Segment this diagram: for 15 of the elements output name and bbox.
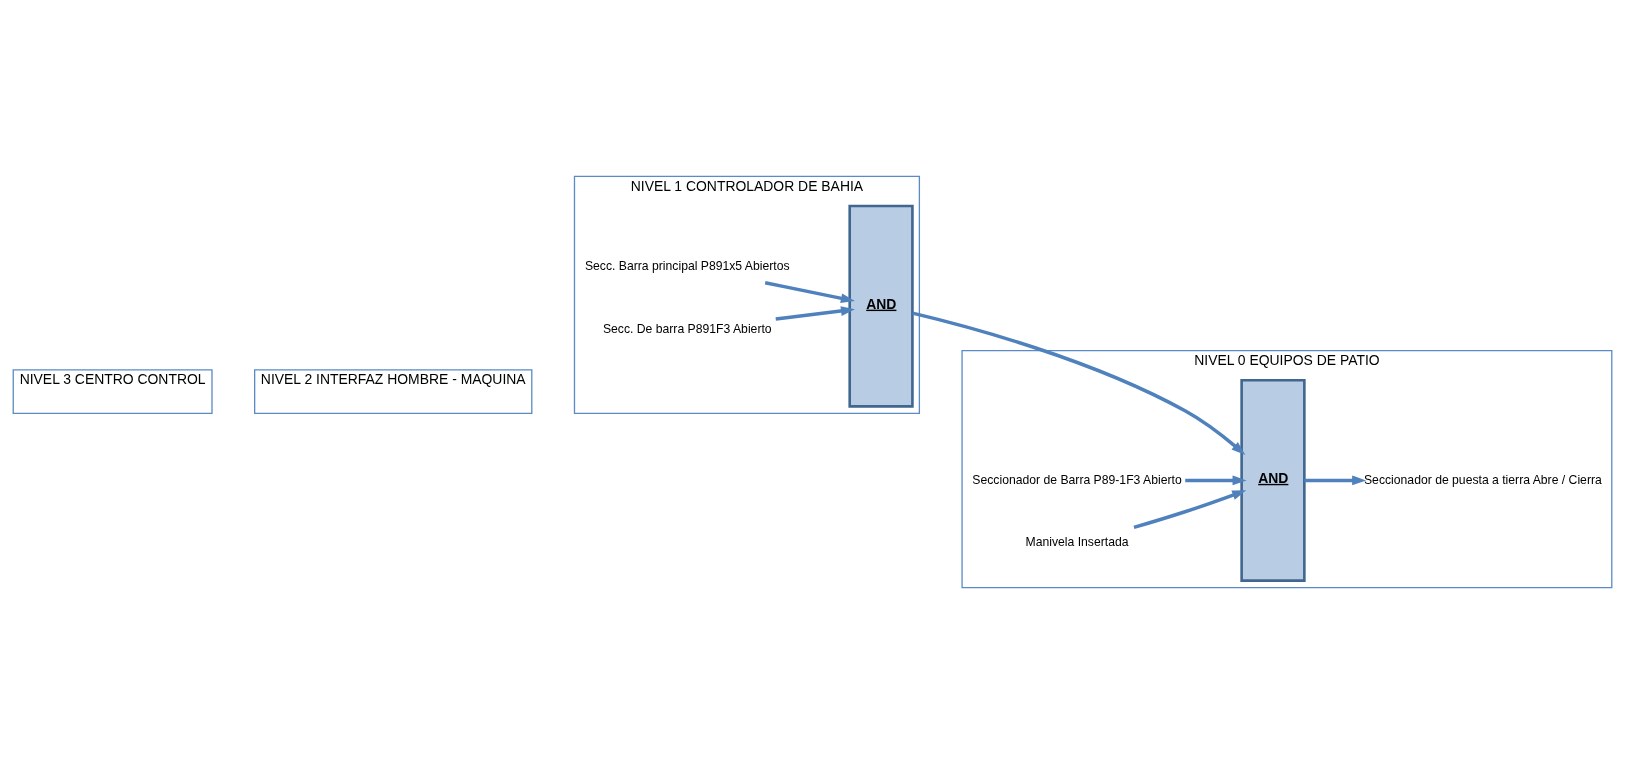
arrow bbox=[912, 310, 1246, 455]
node-text: Seccionador de Barra P89-1F3 Abierto bbox=[972, 472, 1182, 487]
node-text: Secc. De barra P891F3 Abierto bbox=[602, 321, 772, 336]
arrow bbox=[764, 280, 855, 303]
arrow bbox=[1133, 489, 1247, 529]
arrow bbox=[1304, 475, 1367, 485]
arrow bbox=[1185, 475, 1247, 485]
node-text: Secc. Barra principal P891x5 Abiertos bbox=[584, 258, 790, 273]
arrow bbox=[775, 305, 855, 321]
node-box: AND bbox=[848, 204, 914, 408]
node-box: NIVEL 3 CENTRO CONTROL bbox=[12, 368, 213, 414]
node-text: Manivela Insertada bbox=[1025, 534, 1129, 549]
node-text: Seccionador de puesta a tierra Abre / Cierra bbox=[1364, 472, 1602, 487]
node-box: NIVEL 2 INTERFAZ HOMBRE - MAQUINA bbox=[254, 368, 533, 414]
node-box: AND bbox=[1240, 378, 1306, 582]
